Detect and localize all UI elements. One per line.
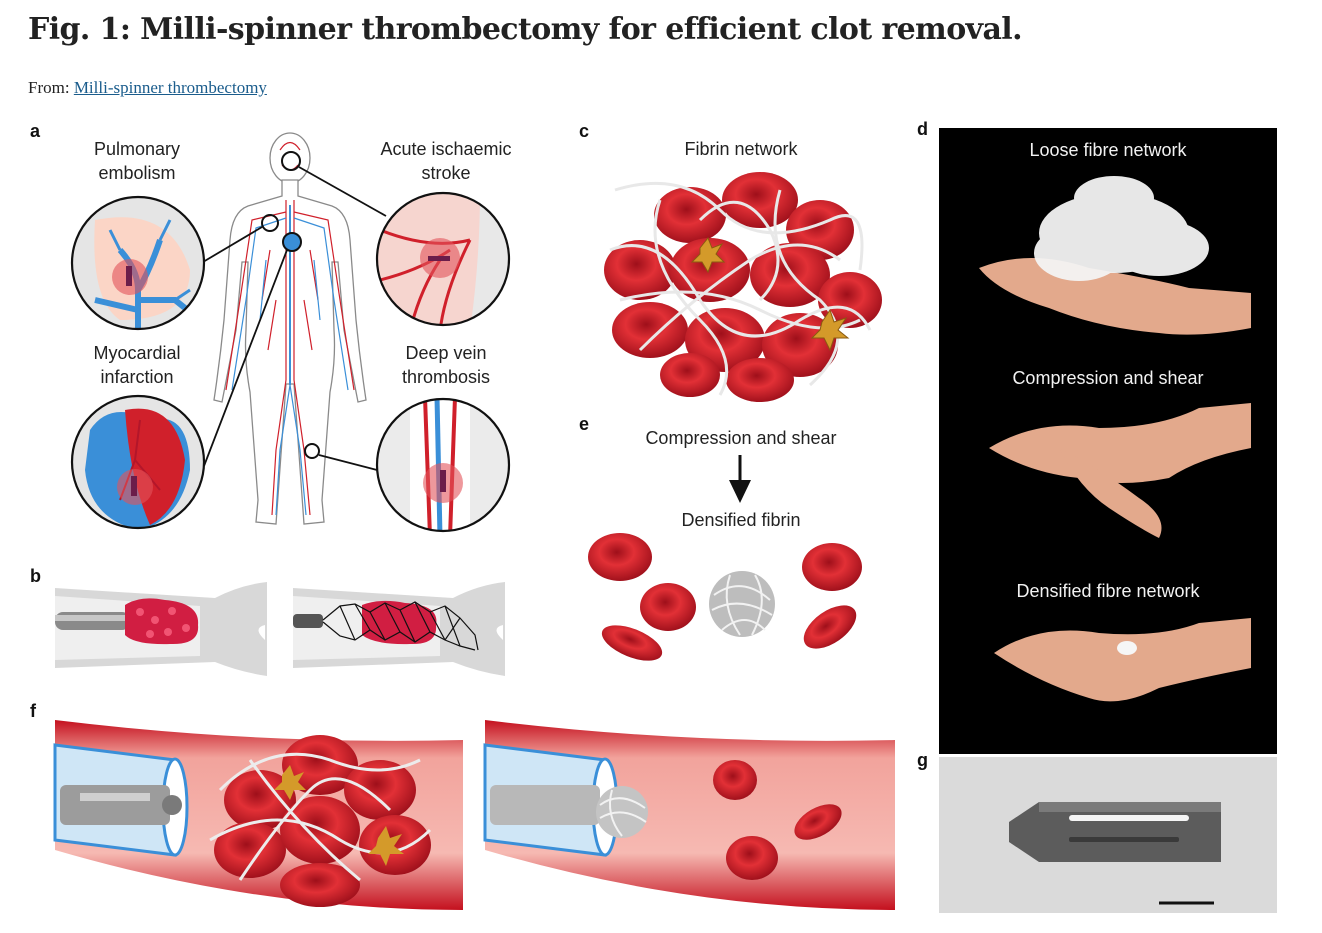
myocardial-infarction-inset: [72, 396, 204, 528]
milli-spinner-device: [1009, 802, 1221, 905]
from-label: From:: [28, 78, 70, 97]
compression-shear-label-d: Compression and shear: [1012, 368, 1204, 388]
source-link[interactable]: Milli-spinner thrombectomy: [73, 78, 267, 97]
densified-fibrin-ball: [709, 571, 775, 637]
panel-letter-a: a: [30, 121, 41, 141]
leg-marker: [304, 443, 320, 459]
heart-marker: [282, 232, 302, 252]
loose-fibre-label: Loose fibre network: [1029, 140, 1187, 160]
panel-f-illustration: [53, 720, 895, 910]
down-arrow-icon: [729, 455, 751, 503]
vessel-aspiration: [55, 582, 267, 676]
panel-letter-c: c: [579, 121, 590, 141]
panel-b-illustration: [55, 582, 505, 676]
panel-c-illustration: [604, 172, 882, 402]
vascular-tree: [225, 141, 355, 516]
connector-lines: [202, 166, 387, 471]
panel-d-photo: Loose fibre network Compression and shea…: [939, 128, 1277, 754]
fibrin-strands: [609, 181, 872, 396]
lung-marker: [261, 214, 279, 232]
brain-marker: [281, 151, 301, 171]
densified-fibre-ball: [1117, 641, 1137, 655]
loose-fibre-cotton: [1034, 176, 1209, 281]
densified-fibrin-label: Densified fibrin: [681, 510, 801, 530]
figure-title: Fig. 1: Milli-spinner thrombectomy for e…: [28, 12, 1023, 47]
densified-fibre-label: Densified fibre network: [1016, 581, 1200, 601]
platelet-icon: [690, 237, 850, 352]
panel-a-illustration: [70, 132, 511, 533]
panel-letter-b: b: [30, 566, 41, 586]
vessel-clot-removed: [483, 720, 895, 910]
source-line: From: Milli-spinner thrombectomy: [28, 78, 267, 98]
pulmonary-embolism-inset: [72, 197, 204, 329]
red-blood-cell-cluster: [604, 172, 882, 402]
panel-e-illustration: [588, 455, 862, 661]
panel-letter-f: f: [30, 701, 36, 721]
vessel-stent-retriever: [293, 582, 505, 676]
fibrin-network-label: Fibrin network: [684, 139, 798, 159]
vessel-clot-engagement: [53, 720, 463, 910]
hands-illustration: [979, 176, 1251, 702]
panel-letter-d: d: [917, 119, 928, 139]
panel-letter-e: e: [579, 414, 590, 434]
loose-red-blood-cells: [588, 533, 862, 661]
compression-label-e: Compression and shear: [645, 428, 837, 448]
panel-g-photo: [939, 757, 1277, 913]
stroke-inset: [377, 193, 509, 325]
deep-vein-thrombosis-inset: [377, 399, 509, 531]
panel-letter-g: g: [917, 750, 928, 770]
